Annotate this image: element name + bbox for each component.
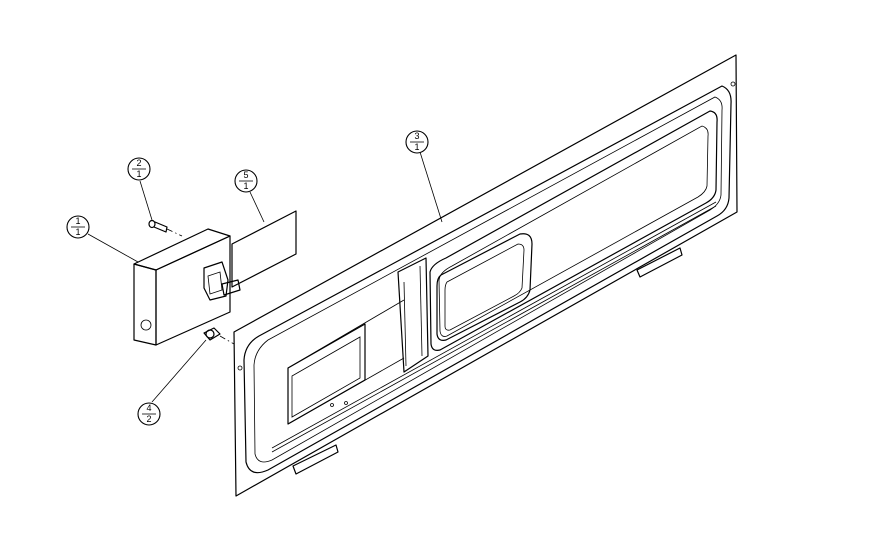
callout-3-qty: 1 [414,142,419,152]
callout-5-item: 5 [243,170,248,180]
label-plate [231,210,297,288]
callout-3-item: 3 [414,131,419,141]
front-panel [233,54,738,497]
callout-5: 5 1 [234,169,258,193]
callout-3: 3 1 [405,130,429,154]
callout-2: 2 1 [127,157,151,181]
callout-1-item: 1 [75,216,80,226]
callout-4-qty: 2 [146,414,151,424]
callout-2-qty: 1 [136,169,141,179]
fastener [203,327,235,345]
switch-box [133,228,241,346]
callout-1-qty: 1 [75,227,80,237]
callout-1: 1 1 [66,215,90,239]
callout-4-item: 4 [146,403,151,413]
callout-5-qty: 1 [243,181,248,191]
callout-2-item: 2 [136,158,141,168]
screw [148,219,183,237]
callout-4: 4 2 [137,402,161,426]
leader-lines [87,151,443,403]
